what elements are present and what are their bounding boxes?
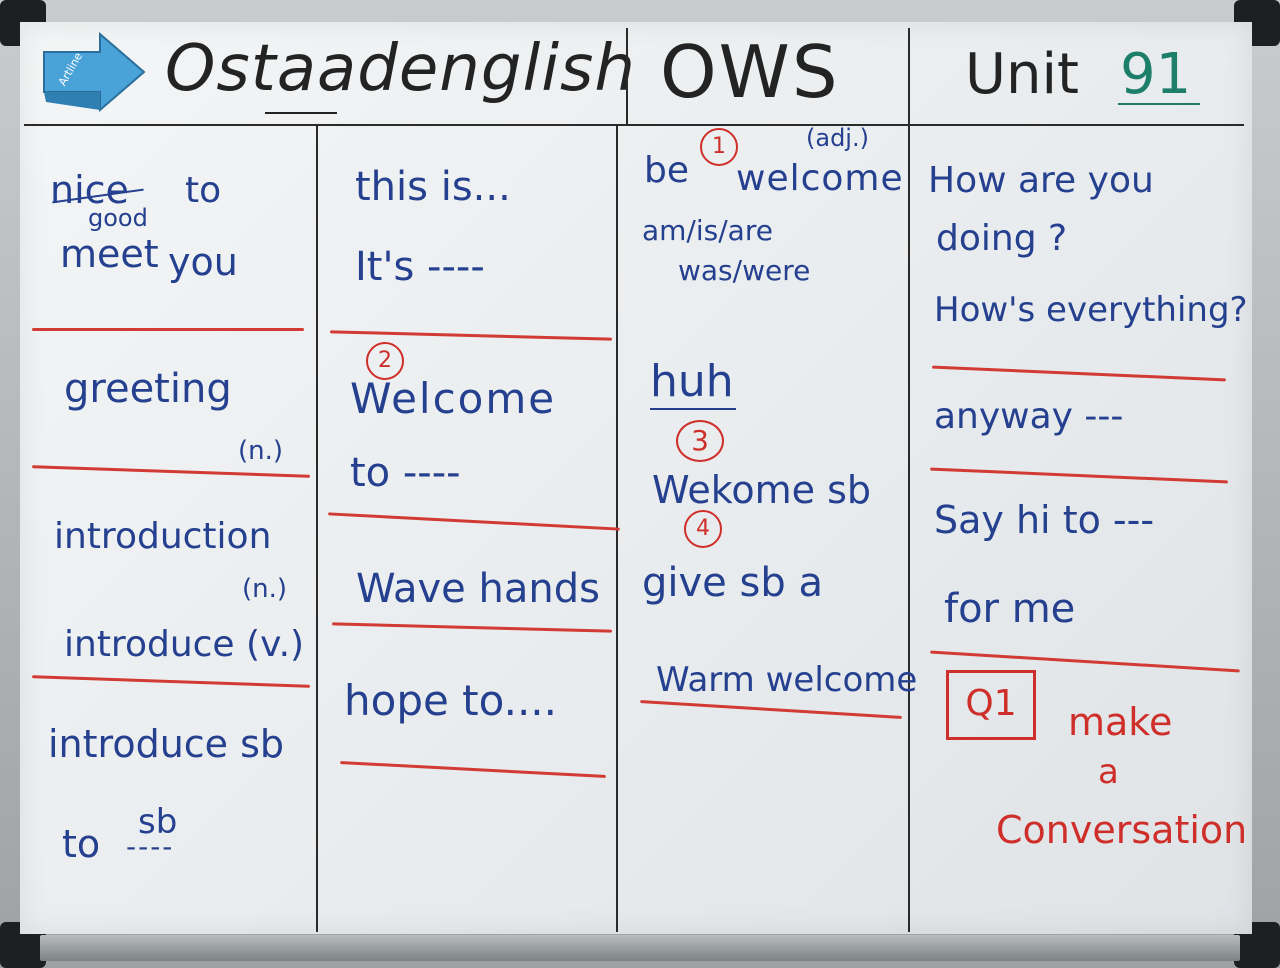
- col4-anyway: anyway ---: [934, 396, 1124, 437]
- column-separator-3: [908, 126, 910, 932]
- col3-marker-3: 3: [676, 420, 724, 462]
- col1-nice: nice: [50, 168, 129, 212]
- col4-a: a: [1098, 752, 1119, 792]
- col3-be: be: [644, 150, 689, 191]
- col1-sb: sb: [138, 802, 178, 842]
- col4-doing: doing ?: [936, 218, 1068, 259]
- col1-introduction: introduction: [54, 516, 272, 557]
- brand-underline: [265, 112, 337, 114]
- brand-title: Ostaadenglish: [165, 32, 636, 106]
- marker-tray: [40, 935, 1240, 961]
- col2-marker-2: 2: [366, 342, 404, 380]
- header-separator-1: [626, 28, 628, 126]
- col4-conversation: Conversation: [996, 808, 1248, 852]
- col3-huh: huh: [650, 356, 734, 407]
- col2-wave-hands: Wave hands: [356, 566, 600, 612]
- col1-dashes: ----: [126, 830, 175, 863]
- col4-how-are-you: How are you: [928, 160, 1154, 201]
- col2-its: It's ----: [355, 244, 485, 290]
- col1-to-2: to: [62, 822, 101, 866]
- col4-say-hi-to: Say hi to ---: [934, 498, 1155, 542]
- col1-you: you: [168, 240, 238, 284]
- header-separator-2: [908, 28, 910, 126]
- column-separator-1: [316, 126, 318, 932]
- col3-welcome-sb: Wekome sb: [652, 468, 872, 512]
- header-divider: [24, 124, 1244, 126]
- whiteboard-surface: [20, 22, 1252, 934]
- eraser-icon: Artline: [43, 31, 146, 113]
- col3-marker-1: 1: [700, 128, 738, 166]
- col1-greeting-pos: (n.): [238, 436, 284, 466]
- col1-introduction-pos: (n.): [242, 574, 288, 604]
- col1-to: to: [185, 170, 222, 211]
- col3-huh-underline: [650, 408, 736, 410]
- col4-for-me: for me: [944, 586, 1076, 632]
- col3-marker-4: 4: [684, 510, 722, 548]
- page-title: OWS: [660, 30, 840, 114]
- col3-warm-welcome: Warm welcome: [656, 660, 918, 700]
- unit-number-underline: [1118, 103, 1200, 105]
- unit-label: Unit: [965, 42, 1079, 107]
- col3-welcome: welcome: [736, 158, 904, 199]
- col3-was-were: was/were: [678, 254, 811, 287]
- col4-hows-everything: How's everything?: [934, 290, 1248, 330]
- col3-give-sb-a: give sb a: [642, 560, 823, 606]
- col1-introduce-verb: introduce (v.): [64, 624, 305, 665]
- col2-this-is: this is...: [355, 164, 511, 210]
- col3-adj: (adj.): [806, 124, 869, 152]
- col1-good: good: [88, 204, 148, 232]
- col4-question-box: Q1: [946, 670, 1036, 740]
- unit-number: 91: [1120, 42, 1192, 107]
- col1-greeting: greeting: [64, 366, 232, 412]
- col1-introduce-sb: introduce sb: [48, 722, 285, 766]
- col4-make: make: [1068, 700, 1173, 744]
- col3-am-is-are: am/is/are: [642, 214, 773, 247]
- col2-to: to ----: [350, 450, 461, 496]
- col1-red-line-1: [32, 328, 304, 331]
- col2-welcome: Welcome: [350, 374, 557, 423]
- col2-hope-to: hope to....: [344, 676, 557, 725]
- col1-meet: meet: [60, 232, 159, 276]
